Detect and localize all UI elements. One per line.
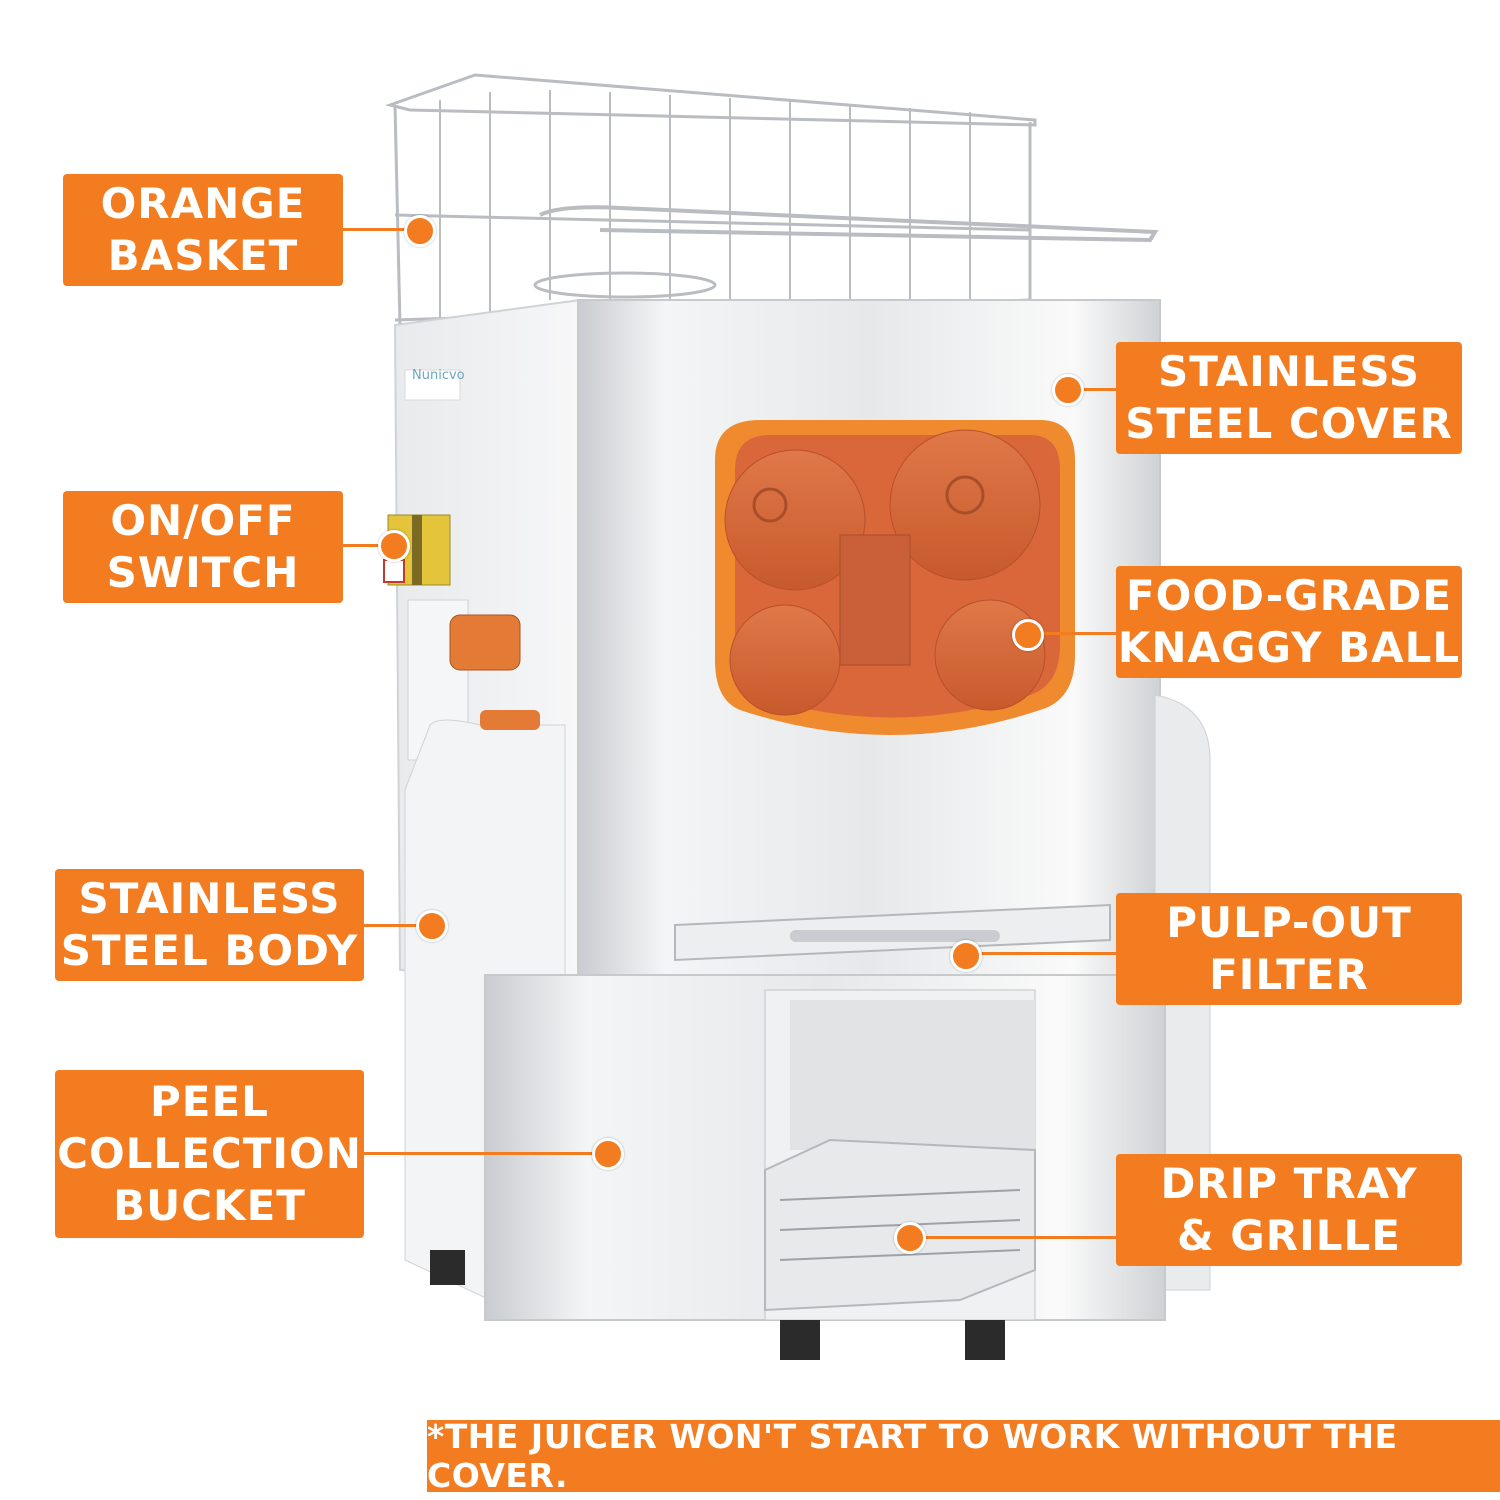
marker-stainless-steel-cover bbox=[1052, 374, 1084, 406]
label-drip-tray-grille: DRIP TRAY & GRILLE bbox=[1116, 1154, 1462, 1266]
label-on-off-switch: ON/OFF SWITCH bbox=[63, 491, 343, 603]
label-peel-collection-bucket: PEEL COLLECTION BUCKET bbox=[55, 1070, 364, 1238]
orange-basket bbox=[384, 73, 1159, 326]
label-stainless-steel-cover: STAINLESS STEEL COVER bbox=[1116, 342, 1462, 454]
marker-peel-collection-bucket bbox=[592, 1138, 624, 1170]
brand-logo: Nunicvo bbox=[412, 368, 465, 383]
leader-peel-collection-bucket bbox=[364, 1152, 594, 1155]
leader-stainless-steel-body bbox=[364, 924, 419, 927]
leader-orange-basket bbox=[343, 228, 418, 231]
footer-note: *THE JUICER WON'T START TO WORK WITHOUT … bbox=[427, 1417, 1500, 1495]
marker-stainless-steel-body bbox=[416, 910, 448, 942]
label-orange-basket: ORANGE BASKET bbox=[63, 174, 343, 286]
label-pulp-out-filter: PULP-OUT FILTER bbox=[1116, 893, 1462, 1005]
marker-food-grade-knaggy-ball bbox=[1012, 619, 1044, 651]
label-food-grade-knaggy-ball: FOOD-GRADE KNAGGY BALL bbox=[1116, 566, 1462, 678]
label-stainless-steel-body: STAINLESS STEEL BODY bbox=[55, 869, 364, 981]
marker-on-off-switch bbox=[378, 530, 410, 562]
marker-orange-basket bbox=[404, 215, 436, 247]
leader-stainless-steel-cover bbox=[1070, 388, 1116, 391]
leader-pulp-out-filter bbox=[970, 952, 1116, 955]
leader-on-off-switch bbox=[343, 544, 393, 547]
leader-drip-tray-grille bbox=[915, 1236, 1116, 1239]
marker-pulp-out-filter bbox=[950, 940, 982, 972]
marker-drip-tray-grille bbox=[894, 1222, 926, 1254]
leader-food-grade-knaggy-ball bbox=[1035, 632, 1116, 635]
